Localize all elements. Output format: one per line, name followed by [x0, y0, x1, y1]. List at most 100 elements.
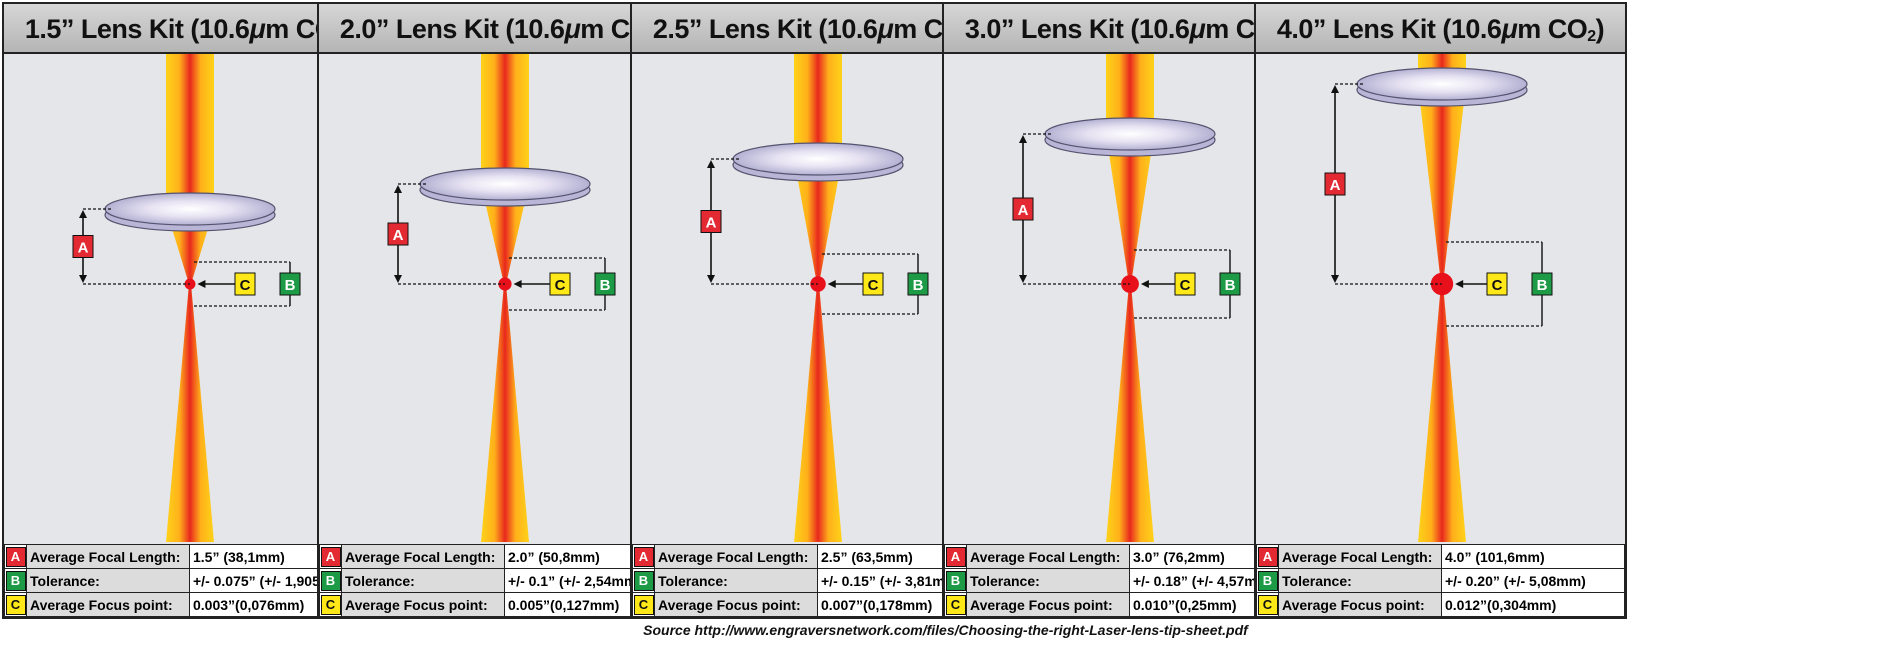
title-part: μ	[249, 14, 266, 44]
spec-badge-cell: A	[1256, 544, 1279, 569]
laser-beam-diverging	[794, 284, 842, 542]
marker-b	[907, 272, 929, 296]
spec-badge-cell: C	[632, 592, 655, 617]
marker-c-label: C	[240, 277, 251, 294]
marker-b-label: B	[1537, 277, 1548, 294]
marker-c	[1174, 272, 1196, 296]
spec-label: Tolerance:	[26, 568, 190, 593]
spec-label: Tolerance:	[966, 568, 1130, 593]
marker-c-label: C	[1180, 277, 1191, 294]
spec-badge-cell: C	[319, 592, 342, 617]
marker-a-label: A	[1330, 177, 1341, 194]
title-part: μ	[564, 14, 581, 44]
spec-badge-b: B	[320, 570, 341, 591]
marker-b-label: B	[1225, 277, 1236, 294]
title-part: μ	[877, 14, 894, 44]
lens	[104, 192, 276, 226]
spec-value: +/- 0.20” (+/- 5,08mm)	[1441, 568, 1625, 593]
focus-diagram-svg: ABC	[700, 54, 929, 542]
marker-c	[549, 272, 571, 296]
marker-c-label: C	[868, 277, 879, 294]
lens	[419, 167, 591, 201]
dim-a-arrow-top	[79, 210, 87, 218]
spec-badge-cell: A	[4, 544, 27, 569]
marker-b-label: B	[285, 277, 296, 294]
arrow-c-head	[1140, 280, 1149, 288]
panel-title: 4.0” Lens Kit (10.6μm CO2)	[1256, 4, 1625, 54]
spec-label: Average Focal Length:	[1278, 544, 1442, 569]
dim-a-arrow-bottom	[1331, 275, 1339, 283]
spec-label: Tolerance:	[1278, 568, 1442, 593]
dim-a-arrow-top	[707, 160, 715, 168]
focus-diagram-svg: A B C	[1012, 54, 1241, 542]
spec-badge-b: B	[633, 570, 654, 591]
dim-a-arrow-top	[394, 185, 402, 193]
spec-label: Average Focus point:	[26, 592, 190, 617]
spec-badge-cell: A	[944, 544, 967, 569]
spec-badge-b: B	[945, 570, 966, 591]
spec-badge-c: C	[945, 594, 966, 615]
marker-a-label: A	[1018, 202, 1029, 219]
title-part: 4.0” Lens Kit (10.6	[1276, 14, 1502, 44]
spec-badge-b: B	[5, 570, 26, 591]
marker-a	[387, 222, 409, 246]
laser-beam-converging	[1106, 134, 1154, 284]
marker-a	[72, 235, 94, 258]
laser-beam-diverging	[1418, 284, 1466, 542]
focus-diagram-svg: ABC	[72, 54, 301, 542]
title-part: 2.5” Lens Kit (10.6	[652, 14, 878, 44]
laser-beam-input	[794, 54, 842, 159]
title-part: 2	[1587, 28, 1596, 45]
spec-badge-cell: B	[4, 568, 27, 593]
spec-label: Average Focus point:	[654, 592, 818, 617]
laser-beam-converging	[794, 159, 842, 284]
spec-label: Average Focal Length:	[966, 544, 1130, 569]
spec-badge-cell: C	[1256, 592, 1279, 617]
focus-diagram: A B C	[944, 54, 1313, 542]
spec-value: 0.012”(0,304mm)	[1441, 592, 1625, 617]
focus-diagram-svg: ABC	[387, 54, 616, 542]
title-part: 3.0” Lens Kit (10.6	[964, 14, 1190, 44]
source-citation: Source http://www.engraversnetwork.com/f…	[643, 622, 1248, 638]
arrow-c-head	[827, 280, 836, 288]
spec-label: Average Focal Length:	[654, 544, 818, 569]
spec-badge-cell: B	[944, 568, 967, 593]
marker-b-label: B	[913, 277, 924, 294]
spec-label: Average Focal Length:	[26, 544, 190, 569]
marker-c-label: C	[1492, 277, 1503, 294]
arrow-c-head	[1455, 280, 1464, 288]
spec-label: Average Focus point:	[966, 592, 1130, 617]
marker-a-label: A	[393, 227, 404, 244]
spec-badge-cell: B	[319, 568, 342, 593]
dim-a-arrow-top	[1331, 85, 1339, 93]
marker-c	[862, 272, 884, 296]
spec-badge-cell: A	[319, 544, 342, 569]
laser-beam-converging	[1418, 84, 1466, 284]
marker-b	[1219, 272, 1241, 296]
spec-label: Average Focal Length:	[341, 544, 505, 569]
spec-badge-cell: C	[944, 592, 967, 617]
laser-beam-diverging	[166, 284, 214, 542]
panel-title: 1.5” Lens Kit (10.6μm CO2)	[4, 4, 373, 54]
spec-badge-cell: A	[632, 544, 655, 569]
marker-a	[1324, 172, 1346, 196]
marker-c	[1486, 272, 1508, 296]
marker-c	[234, 272, 256, 296]
panel-title: 2.5” Lens Kit (10.6μm CO2)	[632, 4, 1001, 54]
spec-value: 4.0” (101,6mm)	[1441, 544, 1625, 569]
spec-badge-c: C	[320, 594, 341, 615]
spec-badge-b: B	[1257, 570, 1278, 591]
focus-diagram-svg: A B C	[1324, 54, 1553, 542]
title-part: 1.5” Lens Kit (10.6	[24, 14, 250, 44]
